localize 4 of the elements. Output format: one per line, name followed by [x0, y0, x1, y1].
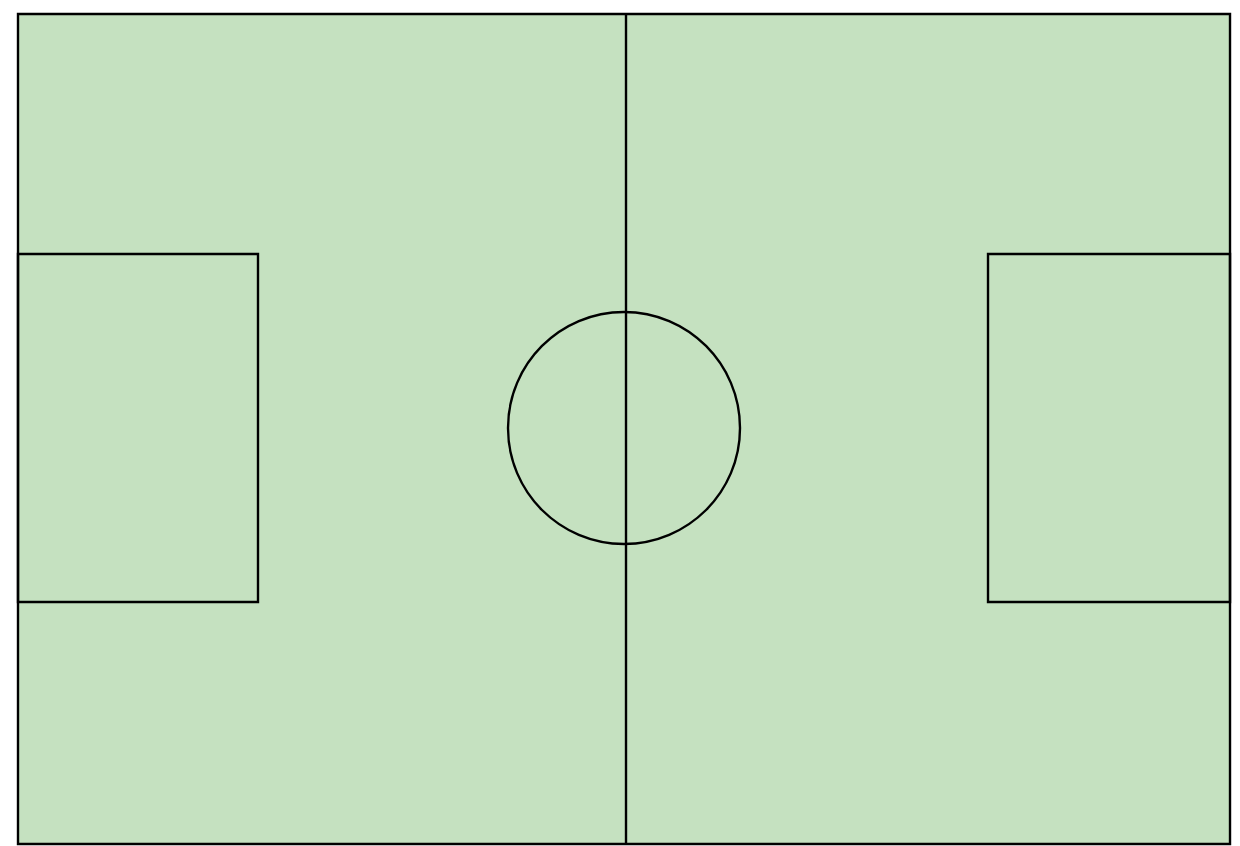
- penalty-box: [16, 252, 260, 604]
- center-circle: [506, 310, 742, 546]
- pitch: [16, 12, 1232, 846]
- penalty-box: [986, 252, 1232, 604]
